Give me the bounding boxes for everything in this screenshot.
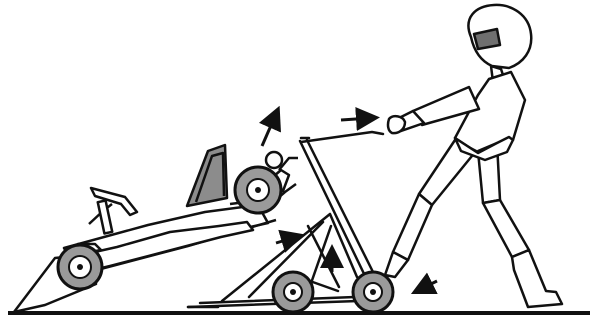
stand-upright-right [307,140,375,276]
front-shin [393,194,432,260]
person [385,5,562,307]
helmet-visor [474,29,500,49]
engine-pulley [266,152,282,168]
motion-arrows [262,114,437,290]
stand-handle [301,132,383,142]
rear-shin [483,200,529,257]
push-arrow [341,118,371,120]
stand-up-arrow [276,237,296,243]
stand-right-wheel [353,272,393,312]
kart-rear-wheel [235,167,281,213]
rear-foot [512,250,562,307]
hand [388,116,405,133]
lift-arrow [262,114,276,146]
front-wheel [58,245,102,289]
stand-left-wheel [273,272,313,312]
wheel-arrow [419,281,437,290]
